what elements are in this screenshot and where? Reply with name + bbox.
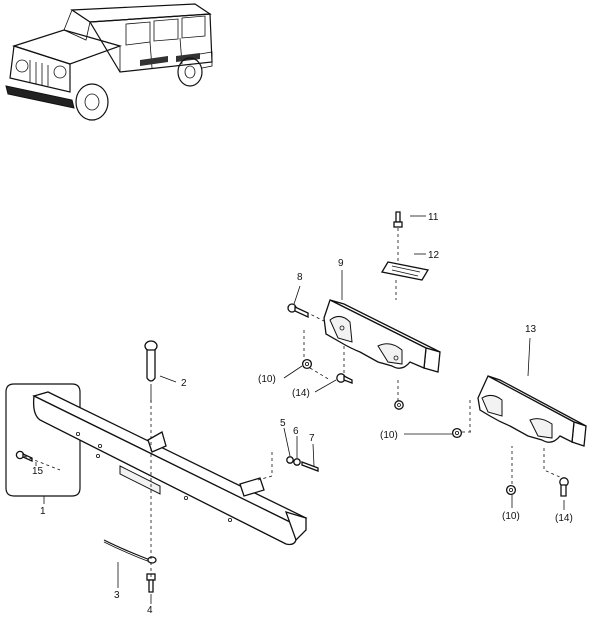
spring-clip bbox=[103, 539, 157, 564]
callout-7: 7 bbox=[309, 433, 315, 444]
callout-12: 12 bbox=[428, 250, 440, 261]
nut-10-mid-upper bbox=[394, 400, 404, 410]
callout-10-right: (10) bbox=[502, 511, 520, 522]
nut-10-right bbox=[505, 484, 517, 496]
nut-10-left bbox=[301, 358, 313, 370]
fastener-set bbox=[286, 456, 319, 472]
shim-plate bbox=[380, 261, 430, 281]
callout-labels: 1 2 3 4 5 6 7 8 9 (10) (10) (10) 11 12 1… bbox=[32, 212, 573, 616]
callout-1: 1 bbox=[40, 506, 46, 517]
callout-6: 6 bbox=[293, 426, 299, 437]
callout-14-right: (14) bbox=[555, 513, 573, 524]
callout-3: 3 bbox=[114, 590, 120, 601]
callout-14-left: (14) bbox=[292, 388, 310, 399]
screw-11 bbox=[393, 211, 403, 228]
callout-10-left: (10) bbox=[258, 374, 276, 385]
tow-pin bbox=[144, 340, 158, 402]
callout-8: 8 bbox=[297, 272, 303, 283]
callout-4: 4 bbox=[147, 605, 153, 616]
callout-10-mid: (10) bbox=[380, 430, 398, 441]
bolt-15 bbox=[15, 450, 33, 463]
assembly-lines bbox=[23, 228, 563, 580]
callout-13: 13 bbox=[525, 324, 537, 335]
callout-15: 15 bbox=[32, 466, 44, 477]
mounting-bracket-9 bbox=[323, 299, 441, 373]
bolt-8 bbox=[287, 303, 309, 319]
leader-lines bbox=[35, 215, 565, 604]
mounting-bracket-13 bbox=[477, 375, 587, 447]
nut-10-mid bbox=[451, 427, 463, 439]
front-bumper bbox=[32, 391, 308, 546]
bolt-14-left bbox=[336, 373, 353, 384]
callout-2: 2 bbox=[181, 378, 187, 389]
callout-5: 5 bbox=[280, 418, 286, 429]
callout-9: 9 bbox=[338, 258, 344, 269]
bolt-14-right bbox=[559, 477, 569, 497]
vehicle-illustration bbox=[5, 3, 213, 121]
detail-box bbox=[5, 383, 81, 497]
callout-11: 11 bbox=[428, 212, 439, 223]
